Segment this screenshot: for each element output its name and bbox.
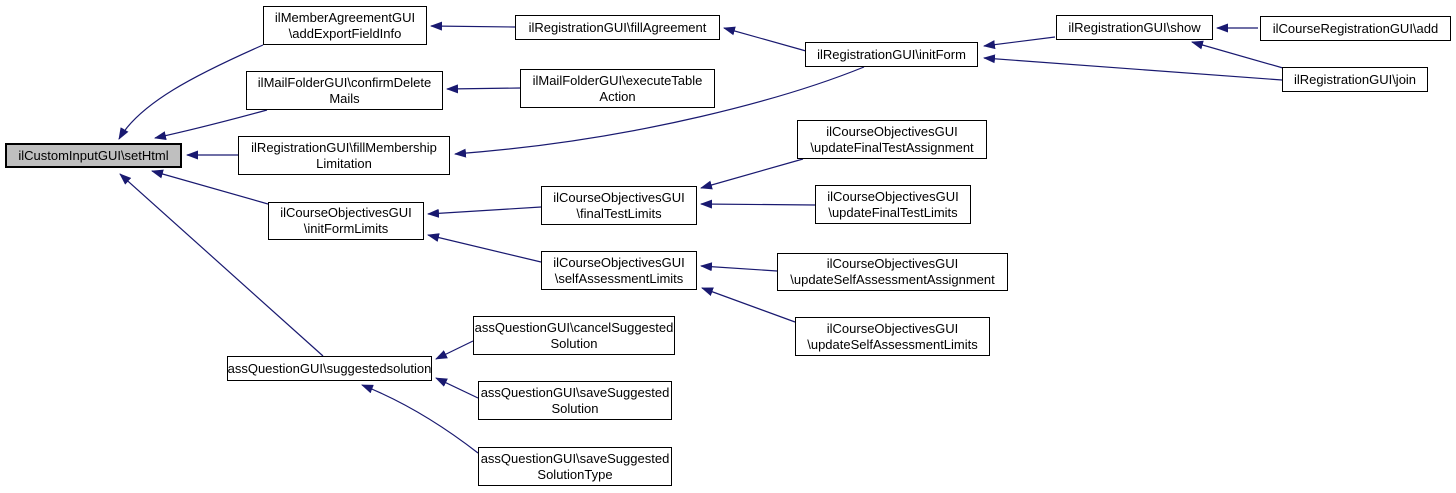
node-setHtml: ilCustomInputGUI\setHtml	[5, 143, 182, 168]
node-setHtml-label: ilCustomInputGUI\setHtml	[18, 147, 169, 163]
edge-cancelSuggestedSolution-suggestedsolution	[435, 340, 474, 360]
node-updateSelfAssessmentLimits-label-line1: ilCourseObjectivesGUI	[826, 320, 959, 336]
node-updateFinalTestLimits-label-line2: \updateFinalTestLimits	[828, 204, 958, 220]
node-updateSelfAssessmentAssignment-label-line1: ilCourseObjectivesGUI	[826, 256, 959, 271]
edge-finalTestLimits-initFormLimits	[427, 206, 542, 218]
edge-confirmDeleteMails-setHtml	[154, 109, 268, 141]
node-fillAgreement-label: ilRegistrationGUI\fillAgreement	[528, 19, 707, 35]
node-confirmDeleteMails-label-line2: Mails	[329, 90, 360, 106]
edge-updateSelfAssessmentLimits-selfAssessmentLimits	[701, 287, 796, 323]
node-confirmDeleteMails-label-line1: ilMailFolderGUI\confirmDelete	[257, 74, 432, 90]
node-saveSuggestedSolutionType-label-line2: SolutionType	[537, 466, 613, 482]
node-fillMembershipLimitation-label-line1: ilRegistrationGUI\fillMembership	[251, 139, 437, 155]
node-initFormLimits[interactable]: ilCourseObjectivesGUI \initFormLimits	[268, 202, 424, 240]
node-updateSelfAssessmentAssignment-label-line2: \updateSelfAssessmentAssignment	[790, 272, 995, 287]
node-executeTableAction[interactable]: ilMailFolderGUI\executeTable Action	[520, 69, 715, 108]
node-show-label: ilRegistrationGUI\show	[1068, 19, 1201, 35]
edge-updateFinalTestAssignment-finalTestLimits	[700, 158, 804, 190]
node-initForm[interactable]: ilRegistrationGUI\initForm	[805, 42, 978, 67]
node-addExportFieldInfo[interactable]: ilMemberAgreementGUI \addExportFieldInfo	[263, 6, 427, 45]
node-fillMembershipLimitation[interactable]: ilRegistrationGUI\fillMembership Limitat…	[238, 136, 450, 175]
node-initFormLimits-label-line2: \initFormLimits	[303, 221, 389, 236]
node-updateFinalTestLimits-label-line1: ilCourseObjectivesGUI	[827, 188, 959, 204]
node-updateFinalTestAssignment-label-line1: ilCourseObjectivesGUI	[826, 123, 958, 139]
node-fillAgreement[interactable]: ilRegistrationGUI\fillAgreement	[515, 15, 720, 40]
edge-updateFinalTestLimits-finalTestLimits	[700, 199, 816, 209]
node-finalTestLimits[interactable]: ilCourseObjectivesGUI \finalTestLimits	[541, 186, 697, 225]
edge-join-show	[1191, 40, 1284, 69]
node-cancelSuggestedSolution[interactable]: assQuestionGUI\cancelSuggested Solution	[473, 316, 675, 355]
node-saveSuggestedSolutionType[interactable]: assQuestionGUI\saveSuggested SolutionTyp…	[478, 447, 672, 486]
node-updateSelfAssessmentLimits[interactable]: ilCourseObjectivesGUI \updateSelfAssessm…	[795, 317, 990, 356]
node-finalTestLimits-label-line2: \finalTestLimits	[576, 205, 662, 221]
node-saveSuggestedSolutionType-label-line1: assQuestionGUI\saveSuggested	[480, 450, 670, 466]
node-updateSelfAssessmentLimits-label-line2: \updateSelfAssessmentLimits	[807, 336, 978, 352]
node-executeTableAction-label-line2: Action	[599, 88, 636, 104]
edge-selfAssessmentLimits-initFormLimits	[427, 233, 542, 263]
edge-join-initForm	[983, 54, 1283, 81]
node-finalTestLimits-label-line1: ilCourseObjectivesGUI	[553, 189, 685, 205]
node-initFormLimits-label-line1: ilCourseObjectivesGUI	[280, 205, 412, 220]
node-add-label: ilCourseRegistrationGUI\add	[1272, 20, 1439, 36]
edge-addExportFieldInfo-setHtml	[118, 44, 264, 140]
edge-initForm-fillAgreement	[723, 26, 807, 52]
edge-show-initForm	[983, 36, 1056, 50]
node-selfAssessmentLimits-label-line1: ilCourseObjectivesGUI	[553, 254, 685, 270]
node-saveSuggestedSolution[interactable]: assQuestionGUI\saveSuggested Solution	[478, 381, 672, 420]
node-suggestedsolution[interactable]: assQuestionGUI\suggestedsolution	[227, 356, 432, 381]
node-addExportFieldInfo-label-line2: \addExportFieldInfo	[288, 25, 402, 41]
node-fillMembershipLimitation-label-line2: Limitation	[316, 155, 372, 171]
node-cancelSuggestedSolution-label-line2: Solution	[550, 335, 598, 351]
node-join[interactable]: ilRegistrationGUI\join	[1282, 67, 1428, 92]
node-addExportFieldInfo-label-line1: ilMemberAgreementGUI	[274, 9, 416, 25]
edge-saveSuggestedSolutionType-suggestedsolution	[361, 384, 479, 454]
node-updateSelfAssessmentAssignment[interactable]: ilCourseObjectivesGUI \updateSelfAssessm…	[777, 253, 1008, 291]
node-cancelSuggestedSolution-label-line1: assQuestionGUI\cancelSuggested	[474, 319, 674, 335]
node-confirmDeleteMails[interactable]: ilMailFolderGUI\confirmDelete Mails	[246, 71, 443, 110]
node-selfAssessmentLimits-label-line2: \selfAssessmentLimits	[554, 270, 684, 286]
edge-updateSelfAssessmentAssignment-selfAssessmentLimits	[700, 262, 778, 272]
node-initForm-label: ilRegistrationGUI\initForm	[817, 46, 966, 62]
node-saveSuggestedSolution-label-line1: assQuestionGUI\saveSuggested	[480, 384, 670, 400]
edge-fillAgreement-addExportFieldInfo	[430, 21, 516, 31]
node-join-label: ilRegistrationGUI\join	[1293, 71, 1417, 87]
edge-initFormLimits-setHtml	[151, 169, 269, 205]
node-updateFinalTestAssignment[interactable]: ilCourseObjectivesGUI \updateFinalTestAs…	[797, 120, 987, 159]
node-show[interactable]: ilRegistrationGUI\show	[1056, 15, 1213, 40]
node-add[interactable]: ilCourseRegistrationGUI\add	[1260, 16, 1451, 41]
node-updateFinalTestLimits[interactable]: ilCourseObjectivesGUI \updateFinalTestLi…	[815, 185, 971, 224]
node-selfAssessmentLimits[interactable]: ilCourseObjectivesGUI \selfAssessmentLim…	[541, 251, 697, 290]
node-updateFinalTestAssignment-label-line2: \updateFinalTestAssignment	[810, 139, 974, 155]
node-executeTableAction-label-line1: ilMailFolderGUI\executeTable	[532, 72, 703, 88]
node-suggestedsolution-label: assQuestionGUI\suggestedsolution	[227, 360, 432, 376]
edge-executeTableAction-confirmDeleteMails	[446, 84, 521, 94]
edge-saveSuggestedSolution-suggestedsolution	[435, 377, 479, 399]
node-saveSuggestedSolution-label-line2: Solution	[551, 400, 599, 416]
